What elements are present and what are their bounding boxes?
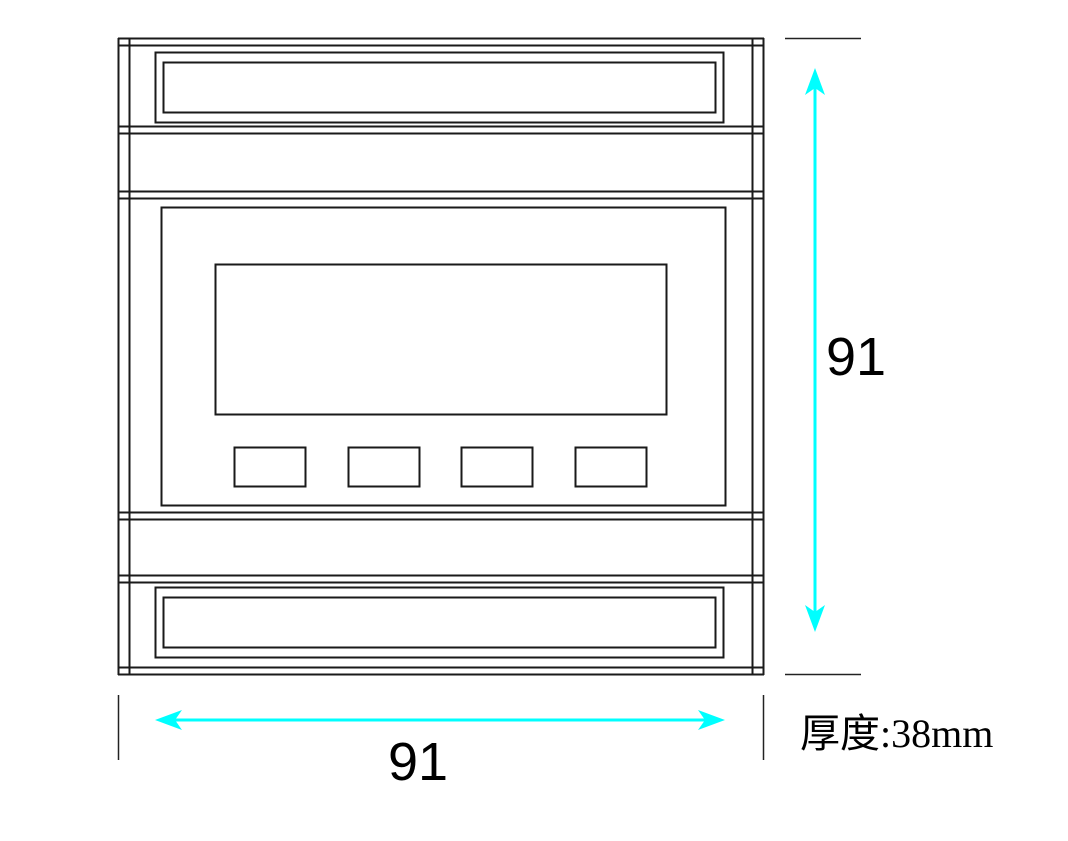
button-2 bbox=[347, 446, 421, 488]
button-1 bbox=[233, 446, 307, 488]
arrowhead-up-icon bbox=[805, 68, 825, 95]
button-3 bbox=[460, 446, 534, 488]
arrowhead-right-icon bbox=[698, 710, 725, 730]
arrowhead-down-icon bbox=[805, 605, 825, 632]
front-panel bbox=[160, 206, 727, 507]
top-terminal-window bbox=[162, 61, 717, 114]
button-4 bbox=[574, 446, 648, 488]
arrowhead-left-icon bbox=[155, 710, 182, 730]
device-front-view bbox=[117, 37, 765, 676]
thickness-label: 厚度:38mm bbox=[800, 711, 994, 756]
bottom-terminal-window bbox=[162, 596, 717, 649]
dimension-annotations bbox=[117, 37, 861, 760]
height-dimension-label: 91 bbox=[826, 327, 887, 387]
top-terminal-cover bbox=[154, 51, 725, 124]
width-dimension-label: 91 bbox=[388, 732, 449, 792]
lcd-display-window bbox=[214, 263, 668, 416]
bottom-terminal-cover bbox=[154, 586, 725, 659]
